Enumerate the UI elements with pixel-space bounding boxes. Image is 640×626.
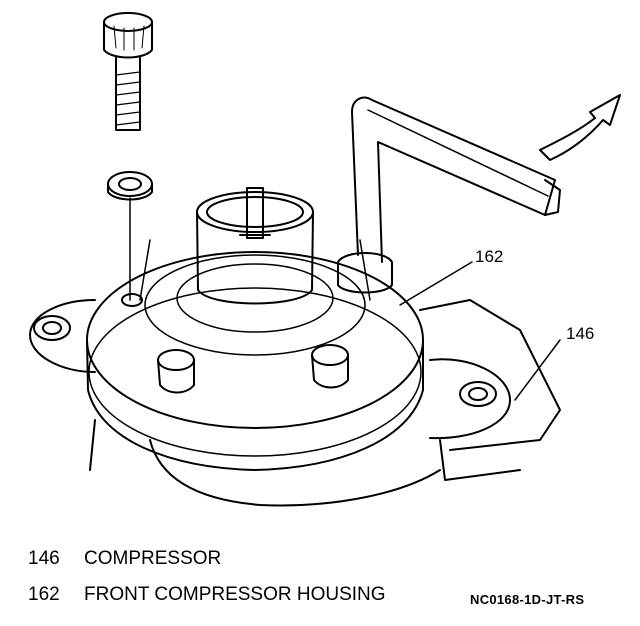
legend-description: COMPRESSOR: [84, 548, 222, 569]
legend-number: 146: [28, 548, 60, 569]
callout-162: 162: [475, 247, 504, 266]
housing-bolts: [121, 293, 349, 394]
front-compressor-housing: [86, 239, 424, 471]
compressor-illustration: [29, 12, 621, 507]
legend-number: 162: [28, 584, 60, 605]
compressor-body: [89, 299, 561, 507]
legend-description: FRONT COMPRESSOR HOUSING: [84, 584, 386, 605]
left-mounting-ear: [29, 299, 96, 373]
socket-head-bolt: [103, 12, 153, 131]
hex-wrench: [337, 96, 561, 294]
washer: [107, 171, 153, 301]
right-mounting-ear: [429, 358, 511, 440]
shaft-hub: [196, 187, 314, 305]
legend-row: 162 FRONT COMPRESSOR HOUSING: [28, 584, 628, 612]
leader-lines: [399, 261, 561, 401]
callout-146: 146: [566, 324, 595, 343]
legend-row: 146 COMPRESSOR: [28, 548, 628, 576]
figure-code: NC0168-1D-JT-RS: [470, 592, 585, 607]
rotation-arrow: [539, 94, 621, 161]
